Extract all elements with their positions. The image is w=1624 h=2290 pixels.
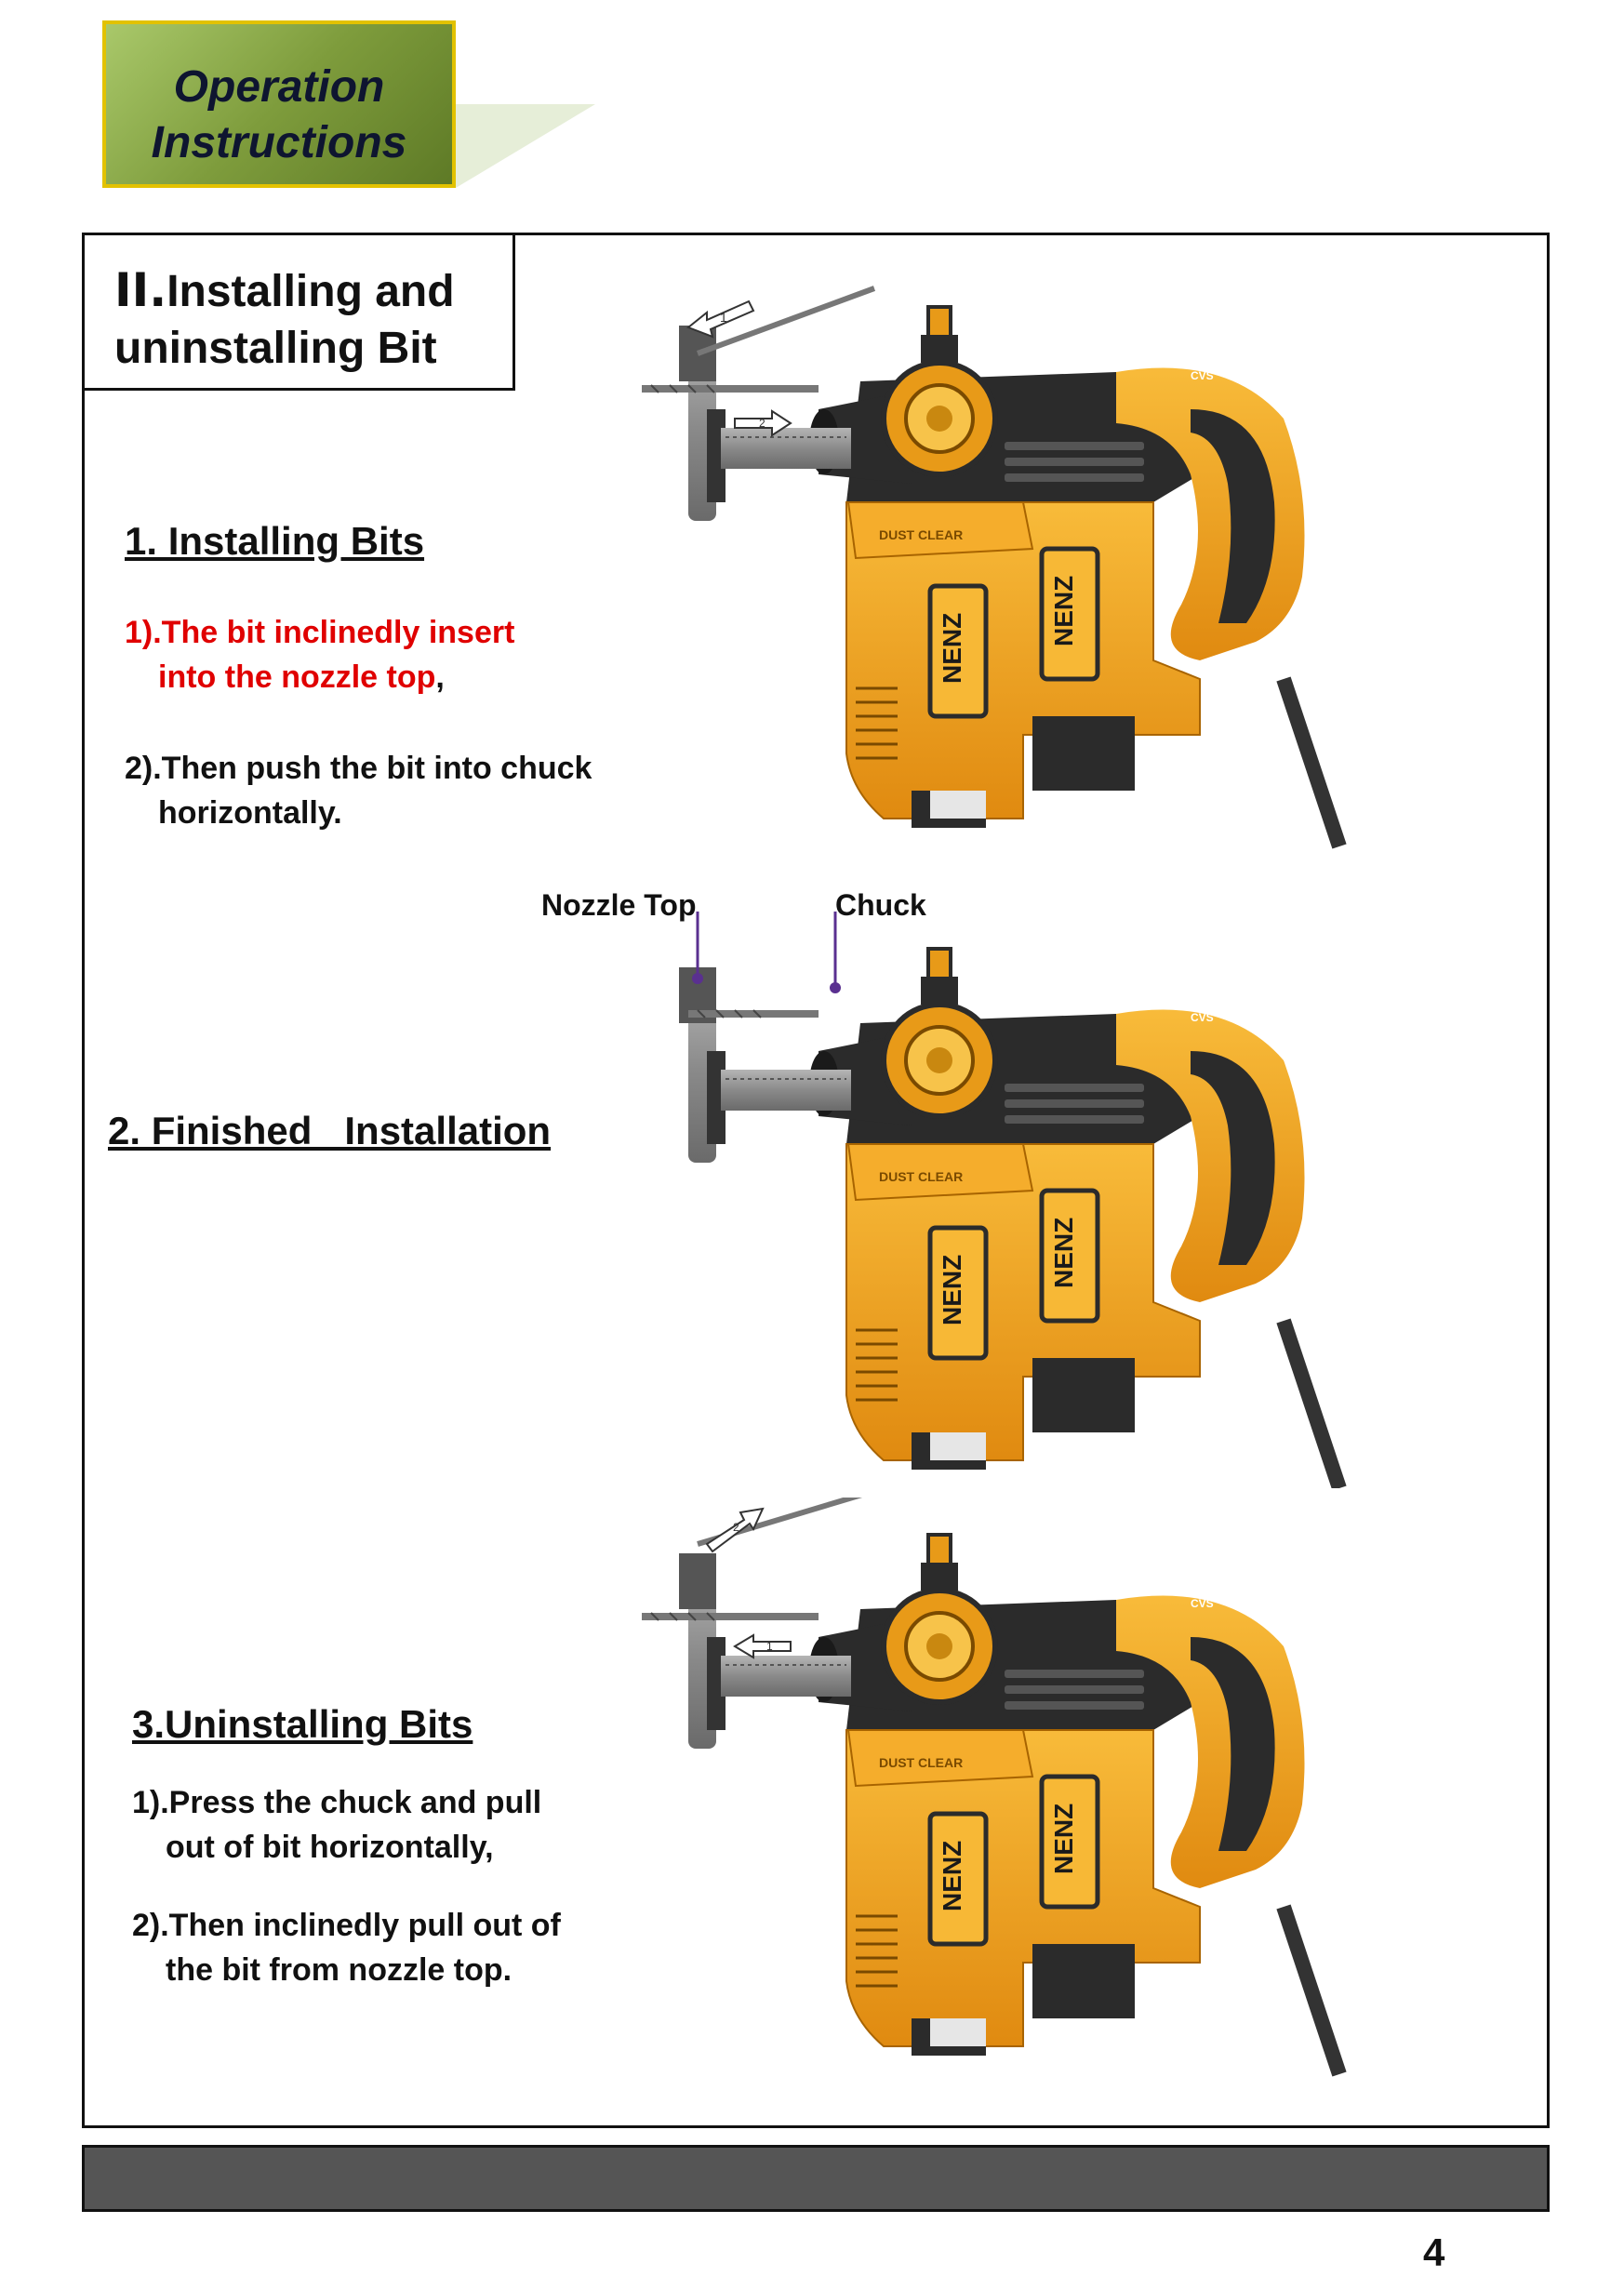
footer-bar: [82, 2145, 1550, 2212]
installing-step-2-line-2: horizontally.: [158, 795, 342, 831]
arrow-2-icon: [734, 409, 792, 437]
arrow-2-icon: [705, 1507, 765, 1553]
uninstalling-step-1-line-2: out of bit horizontally,: [166, 1830, 494, 1865]
nozzle-top-label: Nozzle Top: [541, 888, 697, 922]
section-badge: Operation Instructions: [102, 20, 456, 188]
chuck-label: Chuck: [835, 888, 926, 922]
section-title-line-1: Installing and: [166, 267, 455, 316]
arrow-1-icon: [686, 300, 755, 339]
uninstalling-heading: 3.Uninstalling Bits: [132, 1702, 473, 1746]
installing-heading: 1. Installing Bits: [125, 519, 425, 563]
badge-2: CVS: [1191, 1011, 1214, 1024]
arrow-2-label: 2: [733, 1521, 739, 1534]
badge-1: CVS: [1191, 369, 1214, 382]
uninstalling-step-1-line-1: 1).Press the chuck and pull: [132, 1785, 542, 1820]
installing-step-2: 2).Then push the bit into chuck horizont…: [125, 746, 592, 835]
panel-label-1: DUST CLEAR: [879, 527, 963, 542]
panel-label-2: DUST CLEAR: [879, 1169, 963, 1184]
arrow-1-label: 1: [766, 1640, 773, 1653]
brand-logo-2a: NENZ: [938, 1255, 966, 1325]
drill-illustration-1: 1 2 NENZ NENZ DUST CLEAR CVS: [642, 286, 1525, 865]
arrow-1-label: 1: [720, 310, 727, 325]
installing-step-1-line-1: 1).The bit inclinedly insert: [125, 615, 515, 650]
installing-step-1-comma: ,: [435, 659, 445, 695]
page-number: 4: [1423, 2230, 1445, 2274]
uninstalling-step-2-line-1: 2).Then inclinedly pull out of: [132, 1908, 561, 1943]
content-frame: [82, 233, 1550, 2128]
arrow-1-icon: [733, 1633, 792, 1659]
brand-logo-2b: NENZ: [1049, 1218, 1078, 1288]
section-title-line-2: uninstalling Bit: [114, 324, 437, 373]
drill-illustration-3: 2 1 NENZ NENZ DUST CLEAR CVS: [642, 1498, 1525, 2093]
brand-logo-1a: NENZ: [938, 613, 966, 684]
nozzle-callout-dot: [692, 973, 703, 984]
drill-illustration-2: NENZ NENZ DUST CLEAR CVS: [502, 912, 1507, 1488]
installing-step-2-line-1: 2).Then push the bit into chuck: [125, 751, 592, 786]
arrow-2-label: 2: [759, 417, 765, 430]
section-roman: II.: [114, 263, 167, 317]
uninstalling-step-2-line-2: the bit from nozzle top.: [166, 1952, 512, 1988]
badge-3: CVS: [1191, 1597, 1214, 1610]
finished-heading: 2. Finished Installation: [108, 1109, 552, 1152]
badge-line-2: Instructions: [151, 118, 407, 167]
brand-logo-3b: NENZ: [1049, 1804, 1078, 1874]
brand-logo-3a: NENZ: [938, 1841, 966, 1911]
section-title-box: II.Installing and uninstalling Bit: [82, 233, 515, 391]
installing-step-1-line-2: into the nozzle top: [158, 659, 436, 695]
chuck-callout-dot: [830, 982, 841, 993]
panel-label-3: DUST CLEAR: [879, 1755, 963, 1770]
uninstalling-step-2: 2).Then inclinedly pull out of the bit f…: [132, 1903, 561, 1992]
badge-line-1: Operation: [173, 62, 385, 112]
installing-step-1: 1).The bit inclinedly insert into the no…: [125, 610, 514, 699]
brand-logo-1b: NENZ: [1049, 576, 1078, 646]
badge-shadow: [456, 104, 595, 188]
uninstalling-step-1: 1).Press the chuck and pull out of bit h…: [132, 1780, 541, 1870]
